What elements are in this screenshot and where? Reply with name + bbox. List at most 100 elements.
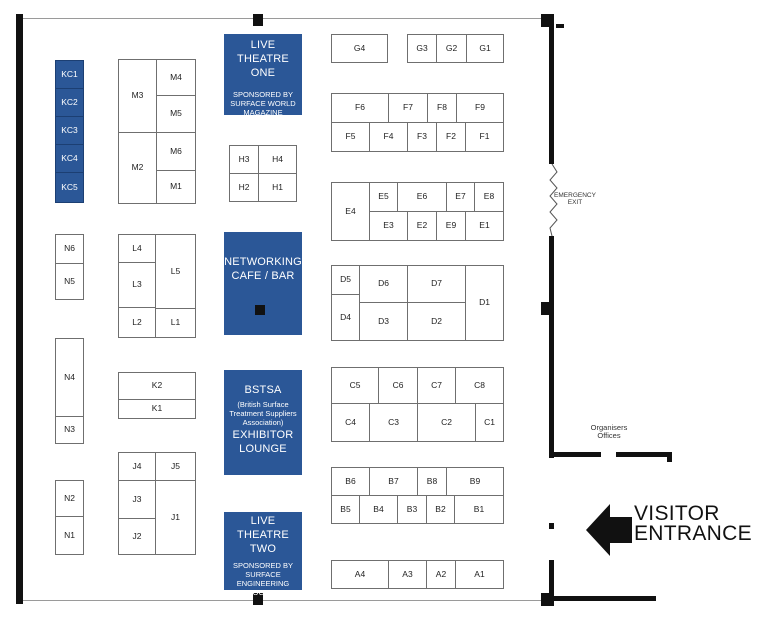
- stand-a3[interactable]: A3: [388, 560, 427, 589]
- stand-c7[interactable]: C7: [417, 367, 456, 404]
- stand-d1[interactable]: D1: [465, 265, 504, 341]
- stand-c4[interactable]: C4: [331, 403, 370, 442]
- stand-f6[interactable]: F6: [331, 93, 389, 123]
- offices-wall-right: [616, 452, 672, 457]
- stand-m1[interactable]: M1: [156, 170, 196, 204]
- stand-e8[interactable]: E8: [474, 182, 504, 212]
- stand-e2[interactable]: E2: [407, 211, 437, 241]
- stand-a4[interactable]: A4: [331, 560, 389, 589]
- stand-n6[interactable]: N6: [55, 234, 84, 264]
- stand-f9[interactable]: F9: [456, 93, 504, 123]
- stand-b5[interactable]: B5: [331, 495, 360, 524]
- bottom-right-wall: [554, 596, 656, 601]
- stand-b3[interactable]: B3: [397, 495, 427, 524]
- stand-a1[interactable]: A1: [455, 560, 504, 589]
- emergency-exit-label: EMERGENCY EXIT: [554, 192, 596, 207]
- stand-kc3[interactable]: KC3: [55, 116, 84, 145]
- stand-h4[interactable]: H4: [258, 145, 297, 174]
- stand-m2[interactable]: M2: [118, 132, 157, 204]
- entrance-label: ENTRANCE: [634, 522, 752, 545]
- stand-d2[interactable]: D2: [407, 302, 466, 341]
- stand-e4[interactable]: E4: [331, 182, 370, 241]
- stand-e5[interactable]: E5: [369, 182, 398, 212]
- stand-c2[interactable]: C2: [417, 403, 476, 442]
- stand-k1[interactable]: K1: [118, 399, 196, 419]
- stand-e3[interactable]: E3: [369, 211, 408, 241]
- stand-n2[interactable]: N2: [55, 480, 84, 517]
- networking-cafe-bar-title: NETWORKING CAFE / BAR: [224, 256, 302, 282]
- stand-d3[interactable]: D3: [359, 302, 408, 341]
- stand-f5[interactable]: F5: [331, 122, 370, 152]
- live-theatre-one-sponsor: SPONSORED BY SURFACE WORLD MAGAZINE: [230, 90, 296, 118]
- stand-k2[interactable]: K2: [118, 372, 196, 400]
- stand-g3[interactable]: G3: [407, 34, 437, 63]
- networking-cafe-bar[interactable]: NETWORKING CAFE / BAR: [224, 232, 302, 335]
- live-theatre-two-sponsor: SPONSORED BY SURFACE ENGINEERING ASSOCIA…: [232, 561, 293, 598]
- stand-l1[interactable]: L1: [155, 308, 196, 338]
- live-theatre-one[interactable]: LIVE THEATRE ONE SPONSORED BY SURFACE WO…: [224, 34, 302, 118]
- bottom-hall-edge: [23, 600, 543, 601]
- stand-l4[interactable]: L4: [118, 234, 156, 263]
- stand-n1[interactable]: N1: [55, 516, 84, 555]
- stand-kc4[interactable]: KC4: [55, 144, 84, 173]
- stand-kc1[interactable]: KC1: [55, 60, 84, 89]
- stand-a2[interactable]: A2: [426, 560, 456, 589]
- stand-j1[interactable]: J1: [155, 480, 196, 555]
- bottom-door-post: [253, 593, 263, 605]
- stand-d6[interactable]: D6: [359, 265, 408, 303]
- stand-c3[interactable]: C3: [369, 403, 418, 442]
- stand-j3[interactable]: J3: [118, 480, 156, 519]
- stand-c6[interactable]: C6: [378, 367, 418, 404]
- door-marker: [549, 523, 554, 529]
- stand-n4[interactable]: N4: [55, 338, 84, 417]
- stand-n5[interactable]: N5: [55, 263, 84, 300]
- stand-j4[interactable]: J4: [118, 452, 156, 481]
- stand-c5[interactable]: C5: [331, 367, 379, 404]
- stand-f2[interactable]: F2: [436, 122, 466, 152]
- live-theatre-two-title: LIVE THEATRE TWO: [237, 515, 289, 555]
- stand-f4[interactable]: F4: [369, 122, 408, 152]
- stand-c8[interactable]: C8: [455, 367, 504, 404]
- stand-j5[interactable]: J5: [155, 452, 196, 481]
- stand-b1[interactable]: B1: [454, 495, 504, 524]
- stand-b2[interactable]: B2: [426, 495, 455, 524]
- stand-h1[interactable]: H1: [258, 173, 297, 202]
- stand-g4[interactable]: G4: [331, 34, 388, 63]
- stand-e1[interactable]: E1: [465, 211, 504, 241]
- stand-f8[interactable]: F8: [427, 93, 457, 123]
- right-wall-upper: [549, 24, 554, 164]
- visitor-entrance[interactable]: VISITOR ENTRANCE: [586, 500, 766, 560]
- stand-m4[interactable]: M4: [156, 59, 196, 96]
- stand-g1[interactable]: G1: [466, 34, 504, 63]
- stand-kc2[interactable]: KC2: [55, 88, 84, 117]
- stand-b8[interactable]: B8: [417, 467, 447, 496]
- stand-b4[interactable]: B4: [359, 495, 398, 524]
- stand-d4[interactable]: D4: [331, 294, 360, 341]
- stand-m5[interactable]: M5: [156, 95, 196, 133]
- stand-e9[interactable]: E9: [436, 211, 466, 241]
- stand-h3[interactable]: H3: [229, 145, 259, 174]
- stand-d7[interactable]: D7: [407, 265, 466, 303]
- stand-b6[interactable]: B6: [331, 467, 370, 496]
- stand-m6[interactable]: M6: [156, 132, 196, 171]
- stand-n3[interactable]: N3: [55, 416, 84, 444]
- stand-m3[interactable]: M3: [118, 59, 157, 133]
- stand-f3[interactable]: F3: [407, 122, 437, 152]
- stand-l2[interactable]: L2: [118, 307, 156, 338]
- stand-b9[interactable]: B9: [446, 467, 504, 496]
- stand-j2[interactable]: J2: [118, 518, 156, 555]
- stand-d5[interactable]: D5: [331, 265, 360, 295]
- stand-g2[interactable]: G2: [436, 34, 467, 63]
- stand-b7[interactable]: B7: [369, 467, 418, 496]
- bstsa-exhibitor-lounge[interactable]: BSTSA (British Surface Treatment Supplie…: [224, 370, 302, 475]
- stand-l5[interactable]: L5: [155, 234, 196, 309]
- stand-e6[interactable]: E6: [397, 182, 447, 212]
- stand-kc5[interactable]: KC5: [55, 172, 84, 203]
- stand-c1[interactable]: C1: [475, 403, 504, 442]
- stand-f1[interactable]: F1: [465, 122, 504, 152]
- stand-h2[interactable]: H2: [229, 173, 259, 202]
- stand-l3[interactable]: L3: [118, 262, 156, 308]
- stand-e7[interactable]: E7: [446, 182, 475, 212]
- live-theatre-two[interactable]: LIVE THEATRE TWO SPONSORED BY SURFACE EN…: [224, 512, 302, 597]
- stand-f7[interactable]: F7: [388, 93, 428, 123]
